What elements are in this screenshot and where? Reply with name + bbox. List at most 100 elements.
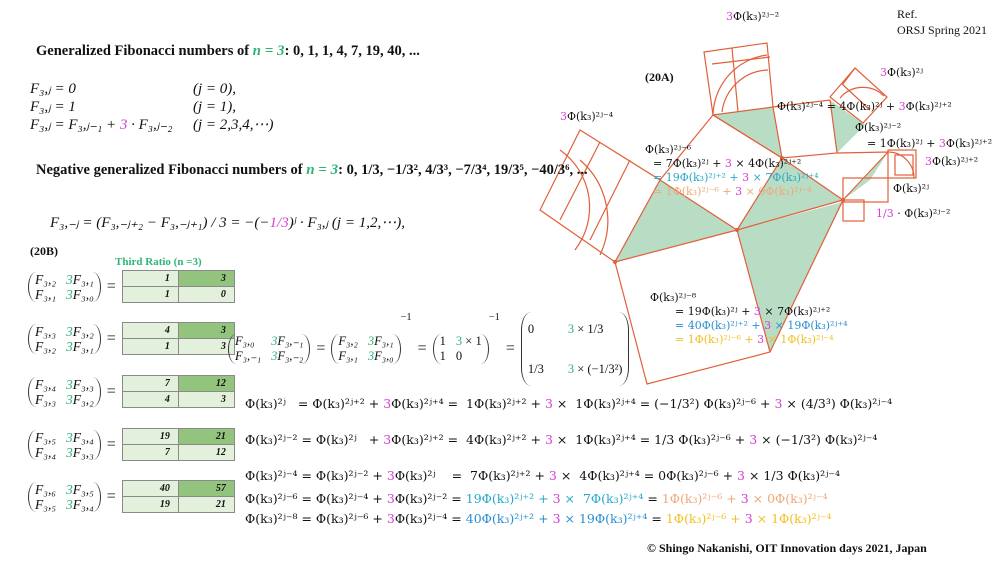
coef-3: 3 — [753, 305, 761, 318]
coef-3: 3 — [367, 334, 375, 348]
cell: F₃,₃ — [72, 376, 94, 392]
equals: = — [106, 329, 116, 347]
ref-label: Ref. — [897, 7, 918, 21]
phi-equation-row: Φ(k₃)²ʲ⁻⁴ = Φ(k₃)²ʲ⁻² + 3Φ(k₃)²ʲ = 7Φ(k₃… — [245, 468, 840, 483]
coef-3: 3 — [560, 110, 567, 123]
eq-part: Φ(k₃)²ʲ⁻² — [855, 121, 902, 134]
equation-segment: Φ(k₃)²ʲ⁻² = Φ(k₃)²ʲ + — [245, 432, 384, 447]
equals: = — [106, 277, 116, 295]
cell: × 1/3 — [577, 322, 604, 336]
equation-segment: 40Φ(k₃)²ʲ⁺² + — [465, 511, 553, 526]
cell: F₃,₄ — [35, 376, 57, 392]
def-lhs: · F₃,ⱼ₋₂ — [127, 117, 173, 133]
equation-segment: × 19Φ(k₃)²ʲ⁺⁴ — [560, 511, 648, 526]
coef-3: 3 — [386, 468, 395, 483]
cell: F₃,₁ — [338, 349, 358, 363]
formula-part: )ʲ · F₃,ⱼ (j = 1,2,⋯), — [288, 215, 405, 231]
table-cell: 3 — [177, 338, 235, 355]
table-cell: 1 — [121, 270, 179, 287]
equation-segment: 19Φ(k₃)²ʲ⁺² + — [465, 491, 553, 506]
def-cond: (j = 0), — [193, 81, 237, 97]
def-lhs: F₃,ⱼ = 1 — [30, 99, 76, 115]
diagram-block-phi-2j-6: Φ(k₃)²ʲ⁻⁶ = 7Φ(k₃)²ʲ + 3 × 4Φ(k₃)²ʲ⁺² = … — [645, 143, 819, 199]
equals: = — [316, 340, 326, 357]
n-value: n = 3 — [252, 43, 285, 59]
coef-3: 3 — [567, 322, 575, 336]
diagram-label-left: 3Φ(k₃)²ʲ⁻⁴ — [560, 110, 613, 123]
cell: F₃,₂ — [72, 391, 94, 407]
equation-segment: × 0Φ(k₃)²ʲ⁻⁴ — [748, 491, 828, 506]
equation-segment: = Φ(k₃)²ʲ⁺² + — [285, 396, 384, 411]
equation-segment: 1Φ(k₃)²ʲ⁻⁶ + — [661, 491, 741, 506]
recurrence-definitions: F₃,ⱼ = 0(j = 0), F₃,ⱼ = 1(j = 1), F₃,ⱼ =… — [30, 80, 274, 134]
block-head: Φ(k₃)²ʲ⁻⁸ — [650, 291, 697, 304]
equation-segment: × (4/3³) Φ(k₃)²ʲ⁻⁴ — [782, 396, 893, 411]
green-triangle — [737, 202, 843, 352]
third-ratio-header: Third Ratio (n =3) — [115, 256, 202, 268]
equals: = — [505, 340, 515, 357]
coef-3: 3 — [764, 319, 772, 332]
phi-equation-row: Φ(k₃)²ʲ⁻² = Φ(k₃)²ʲ + 3Φ(k₃)²ʲ⁺² = 4Φ(k₃… — [245, 432, 877, 447]
table-cell: 3 — [177, 270, 235, 287]
equation-segment: Φ(k₃)²ʲ⁻⁶ = Φ(k₃)²ʲ⁻⁴ + — [245, 491, 387, 506]
phi-term: · Φ(k₃)²ʲ⁻² — [893, 207, 951, 220]
cell: 1 — [439, 334, 446, 348]
diagram-label-phi2j: Φ(k₃)²ʲ — [893, 182, 929, 195]
table-cell: 3 — [177, 322, 235, 339]
block-head: Φ(k₃)²ʲ⁻⁶ — [645, 143, 692, 156]
coef-3: 3 — [66, 271, 73, 287]
equation-segment: × 1Φ(k₃)²ʲ⁻⁴ — [752, 511, 832, 526]
cell: F₃,₂ — [35, 338, 57, 354]
cell: F₃,₃ — [72, 444, 94, 460]
equation-segment: Φ(k₃)²ʲ⁻⁸ = Φ(k₃)²ʲ⁻⁶ + — [245, 511, 387, 526]
title-text: Negative generalized Fibonacci numbers o… — [36, 162, 307, 178]
cell: 1/3 — [527, 362, 544, 376]
coef-3: 3 — [66, 481, 73, 497]
cell: F₃,₅ — [35, 496, 57, 512]
eq-part: = 7Φ(k₃)²ʲ + — [653, 157, 725, 170]
equals: = — [106, 382, 116, 400]
coef-3: 3 — [735, 185, 743, 198]
coef-3: 3 — [386, 511, 395, 526]
table-cell: 12 — [177, 444, 235, 461]
diagram-label-r2: 3Φ(k₃)²ʲ⁺² — [925, 155, 978, 168]
table-cell: 7 — [121, 444, 179, 461]
cell: F₃,₃ — [35, 391, 57, 407]
phi-equation-row: Φ(k₃)²ʲ = Φ(k₃)²ʲ⁺² + 3Φ(k₃)²ʲ⁺⁴ = 1Φ(k₃… — [245, 396, 892, 411]
coef-3: 3 — [66, 429, 73, 445]
def-row: F₃,ⱼ = 0(j = 0), — [30, 80, 274, 98]
formula-part: F₃,₋ⱼ = (F₃,₋ⱼ₊₂ − F₃,₋ⱼ₊₁) / 3 = −(− — [50, 215, 270, 231]
table-cell: 21 — [177, 496, 235, 513]
title-generalized-fibonacci: Generalized Fibonacci numbers of n = 3: … — [36, 43, 420, 60]
phi-equation-row: Φ(k₃)²ʲ⁻⁸ = Φ(k₃)²ʲ⁻⁶ + 3Φ(k₃)²ʲ⁻⁴ = 40Φ… — [245, 511, 832, 526]
equals: = — [106, 487, 116, 505]
negative-formula: F₃,₋ⱼ = (F₃,₋ⱼ₊₂ − F₃,₋ⱼ₊₁) / 3 = −(−1/3… — [50, 213, 405, 232]
eq-part: Φ(k₃)²ʲ⁺² — [905, 100, 952, 113]
cell: F₃,₆ — [35, 481, 57, 497]
cell: × 1 — [465, 334, 482, 348]
cell: F₃,₄ — [72, 429, 94, 445]
fraction-one-third: 1/3 — [269, 215, 289, 231]
def-lhs: F₃,ⱼ = F₃,ⱼ₋₁ + — [30, 117, 120, 133]
cell: F₃,₁ — [72, 271, 94, 287]
copyright: © Shingo Nakanishi, OIT Innovation days … — [647, 541, 927, 555]
table-cell: 1 — [121, 338, 179, 355]
equation-segment: × 7Φ(k₃)²ʲ⁺⁴ — [560, 491, 644, 506]
eq-part: × 7Φ(k₃)²ʲ⁺⁴ — [752, 171, 819, 184]
cell: F₃,₁ — [374, 334, 394, 348]
eq-part: = 40Φ(k₃)²ʲ⁺² + — [675, 319, 765, 332]
eq-part: = 1Φ(k₃)²ʲ + — [867, 137, 939, 150]
coef-3: 3 — [66, 444, 73, 460]
